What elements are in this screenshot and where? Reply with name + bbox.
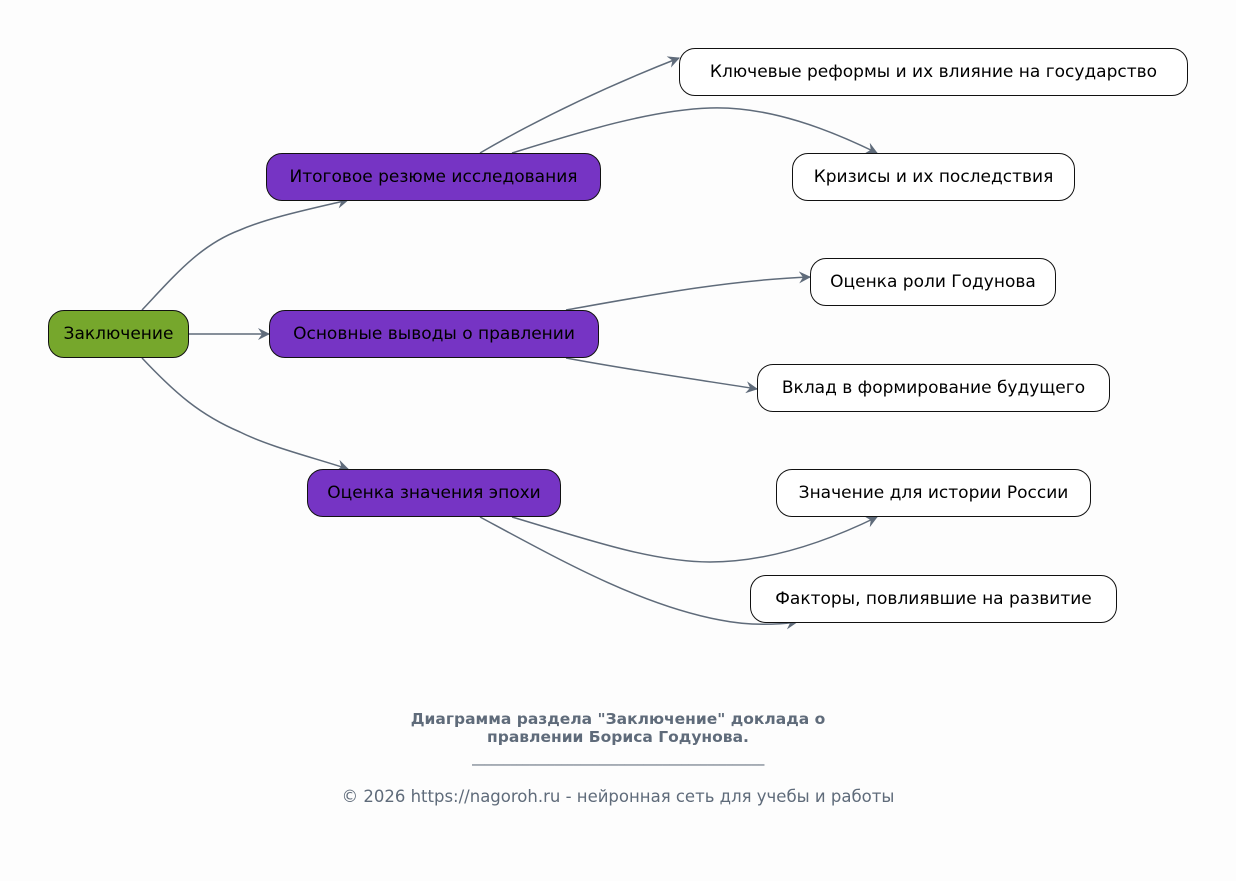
node-leaf-reforms[interactable]: Ключевые реформы и их влияние на государ… (679, 48, 1188, 96)
edge-b1-l2 (511, 107, 878, 154)
node-branch-era-label: Оценка значения эпохи (327, 483, 541, 503)
node-leaf-reforms-label: Ключевые реформы и их влияние на государ… (709, 62, 1158, 82)
node-branch-conclusions[interactable]: Основные выводы о правлении (269, 310, 599, 358)
edge-b2-l4 (565, 357, 758, 394)
node-leaf-contribution[interactable]: Вклад в формирование будущего (757, 364, 1110, 412)
edge-root-b1 (141, 196, 349, 311)
edge-root-b3 (141, 357, 349, 472)
edge-b1-l1 (479, 56, 680, 154)
edge-b2-l3 (565, 271, 811, 311)
node-leaf-crises-label: Кризисы и их последствия (813, 167, 1054, 187)
caption-line-1: Диаграмма раздела "Заключение" доклада о (410, 710, 826, 728)
node-leaf-factors[interactable]: Факторы, повлиявшие на развитие (750, 575, 1117, 623)
node-root-label: Заключение (63, 324, 174, 344)
node-leaf-crises[interactable]: Кризисы и их последствия (792, 153, 1075, 201)
node-leaf-history-label: Значение для истории России (798, 483, 1069, 503)
node-branch-era[interactable]: Оценка значения эпохи (307, 469, 561, 517)
caption-separator-text: ________________________________________… (471, 748, 765, 766)
node-leaf-role-label: Оценка роли Годунова (830, 272, 1036, 292)
diagram-caption: Диаграмма раздела "Заключение" доклада о… (0, 710, 1236, 746)
node-leaf-history[interactable]: Значение для истории России (776, 469, 1091, 517)
node-root[interactable]: Заключение (48, 310, 189, 358)
copyright-footer: © 2026 https://nagoroh.ru - нейронная се… (341, 787, 895, 806)
edge-b3-l5 (511, 516, 878, 563)
node-branch-summary[interactable]: Итоговое резюме исследования (266, 153, 601, 201)
caption-line-2: правлении Бориса Годунова. (487, 728, 749, 746)
node-branch-conclusions-label: Основные выводы о правлении (293, 324, 575, 344)
caption-separator: ________________________________________… (0, 748, 1236, 766)
edge-b3-l6 (479, 516, 798, 630)
node-leaf-contribution-label: Вклад в формирование будущего (781, 378, 1086, 398)
node-branch-summary-label: Итоговое резюме исследования (289, 167, 578, 187)
node-leaf-factors-label: Факторы, повлиявшие на развитие (775, 589, 1092, 609)
node-leaf-role[interactable]: Оценка роли Годунова (810, 258, 1056, 306)
